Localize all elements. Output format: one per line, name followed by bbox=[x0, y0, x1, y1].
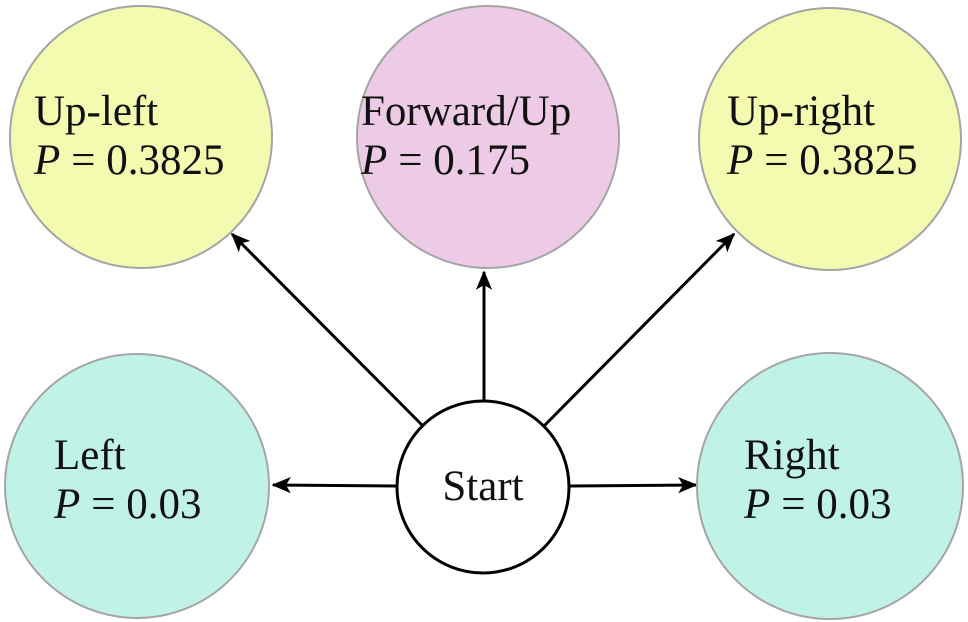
node-circle-up-right bbox=[698, 7, 962, 271]
arrow-start-to-left bbox=[271, 477, 397, 494]
node-circle-forward-up bbox=[356, 5, 620, 269]
node-label-right: Right bbox=[744, 432, 840, 479]
node-label-up-left: Up-left bbox=[34, 88, 158, 135]
node-probability-up-right: P= 0.3825 bbox=[726, 137, 918, 184]
node-label-forward-up: Forward/Up bbox=[361, 88, 571, 135]
arrow-start-to-right bbox=[569, 477, 698, 494]
node-labels: Up-left P= 0.3825 Forward/Up P= 0.175 Up… bbox=[33, 88, 918, 528]
node-label-left: Left bbox=[54, 432, 126, 479]
arrow-start-to-up-right bbox=[542, 232, 736, 428]
node-probability-left: P= 0.03 bbox=[53, 481, 202, 528]
node-circle-start bbox=[395, 399, 571, 575]
node-label-up-right: Up-right bbox=[727, 88, 875, 135]
node-circles bbox=[4, 5, 964, 620]
arrow-start-to-up-left bbox=[230, 232, 426, 429]
node-circle-up-left bbox=[9, 5, 273, 269]
node-circle-right bbox=[696, 352, 964, 620]
node-probability-forward-up: P= 0.175 bbox=[360, 137, 530, 184]
node-label-start: Start bbox=[442, 463, 523, 510]
arrows bbox=[230, 232, 736, 494]
node-probability-right: P= 0.03 bbox=[743, 481, 892, 528]
node-circle-left bbox=[4, 353, 270, 619]
node-probability-up-left: P= 0.3825 bbox=[33, 137, 225, 184]
